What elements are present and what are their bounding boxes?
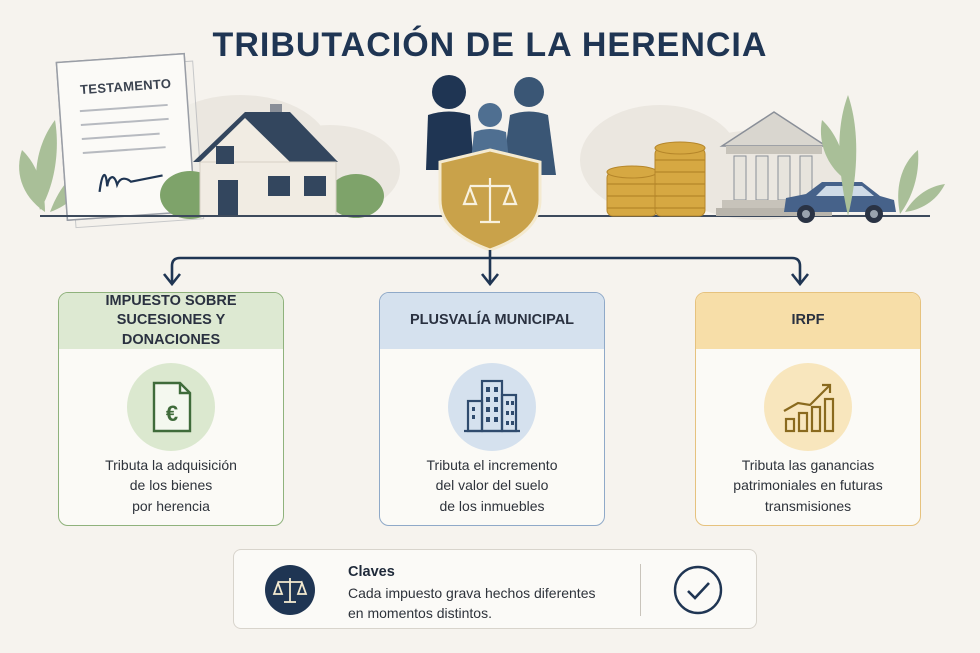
keys-title: Claves — [348, 564, 395, 580]
keys-divider — [640, 564, 641, 616]
connector-arrows — [170, 250, 802, 282]
euro-document-icon: € — [127, 363, 215, 451]
card-title: IRPF — [696, 293, 920, 349]
card-title-line: PLUSVALÍA MUNICIPAL — [409, 312, 575, 329]
plant-icon — [820, 95, 945, 216]
card-sucesiones: IMPUESTO SOBRE SUCESIONES Y DONACIONES €… — [58, 292, 284, 526]
card-text-line: de los bienes — [129, 477, 213, 494]
keys-box: Claves Cada impuesto grava hechos difere… — [233, 549, 757, 629]
card-title: IMPUESTO SOBRE SUCESIONES Y DONACIONES — [59, 293, 283, 349]
growth-chart-icon — [764, 363, 852, 451]
arrow-head-left — [162, 273, 182, 287]
house-icon — [160, 104, 384, 219]
card-text-line: transmisiones — [764, 497, 852, 514]
card-description: Tributa las ganancias patrimoniales en f… — [704, 455, 912, 516]
arrow-head-right — [790, 273, 810, 287]
card-irpf: IRPF Tributa las ganancias patrimoniales… — [695, 292, 921, 526]
car-icon — [784, 182, 896, 223]
card-description: Tributa la adquisición de los bienes por… — [67, 455, 275, 516]
keys-text-line: Cada impuesto grava hechos diferentes — [348, 585, 596, 601]
card-title-line: IMPUESTO SOBRE — [105, 292, 237, 309]
card-text-line: Tributa el incremento — [426, 457, 558, 473]
card-text-line: por herencia — [132, 497, 210, 514]
buildings-icon — [448, 363, 536, 451]
card-description: Tributa el incremento del valor del suel… — [388, 455, 596, 516]
page-title: TRIBUTACIÓN DE LA HERENCIA — [212, 26, 768, 64]
keys-text: Cada impuesto grava hechos diferentes en… — [348, 584, 638, 623]
card-title-line: SUCESIONES Y DONACIONES — [116, 312, 226, 348]
card-text-line: patrimoniales en futuras — [733, 477, 883, 494]
keys-text-line: en momentos distintos. — [348, 604, 492, 621]
arrow-head-center — [480, 273, 500, 287]
card-title-line: IRPF — [791, 312, 825, 329]
svg-text:€: € — [166, 401, 178, 426]
card-title: PLUSVALÍA MUNICIPAL — [380, 293, 604, 349]
card-plusvalia: PLUSVALÍA MUNICIPAL Tributa el increme — [379, 292, 605, 526]
card-text-line: del valor del suelo — [435, 477, 549, 494]
bank-icon — [716, 111, 832, 216]
coins-icon — [606, 141, 706, 217]
justice-shield-icon — [438, 148, 542, 252]
card-text-line: Tributa las ganancias — [741, 457, 875, 473]
card-text-line: Tributa la adquisición — [105, 457, 237, 473]
check-circle-icon — [672, 564, 724, 616]
scales-icon — [264, 564, 316, 616]
card-text-line: de los inmuebles — [439, 497, 545, 514]
